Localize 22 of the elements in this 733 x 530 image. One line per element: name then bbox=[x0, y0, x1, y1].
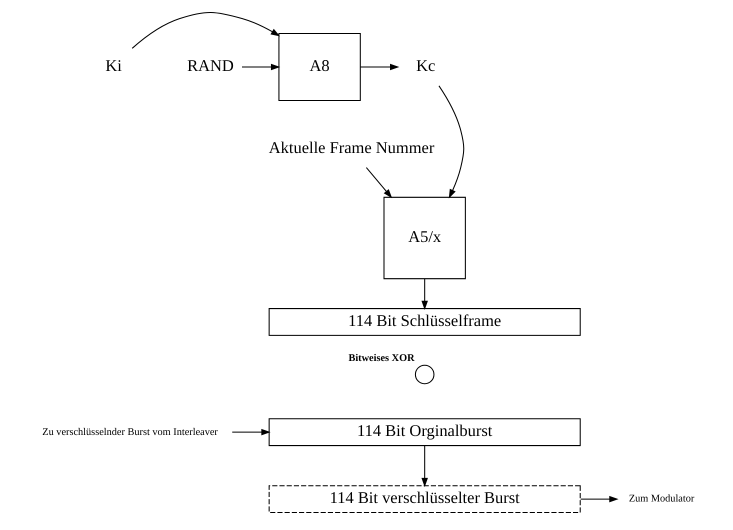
node-box: 114 Bit Schlüsselframe bbox=[268, 308, 580, 336]
arrow bbox=[438, 86, 464, 198]
arrow bbox=[232, 428, 270, 436]
arrow bbox=[420, 446, 428, 488]
arrow bbox=[580, 496, 618, 502]
arrow bbox=[242, 64, 280, 70]
node-text: Aktuelle Frame Nummer bbox=[268, 138, 434, 157]
arrow bbox=[360, 64, 399, 70]
node-box: A5/x bbox=[382, 196, 466, 280]
node-circle bbox=[414, 364, 434, 384]
node-box: 114 Bit verschlüsselter Burst bbox=[268, 485, 580, 514]
node-text: Ki bbox=[104, 56, 122, 75]
node-text: Zu verschlüsselnder Burst vom Interleaver bbox=[42, 426, 218, 438]
arrow bbox=[420, 279, 428, 310]
node-text: RAND bbox=[186, 56, 234, 75]
node-box: 114 Bit Orginalburst bbox=[268, 418, 580, 446]
node-label: Bitweises XOR bbox=[348, 353, 414, 364]
node-text: Kc bbox=[416, 56, 435, 75]
node-text: Zum Modulator bbox=[628, 494, 694, 505]
node-box: A8 bbox=[278, 33, 360, 102]
arrow bbox=[131, 12, 280, 49]
arrow bbox=[365, 167, 392, 198]
